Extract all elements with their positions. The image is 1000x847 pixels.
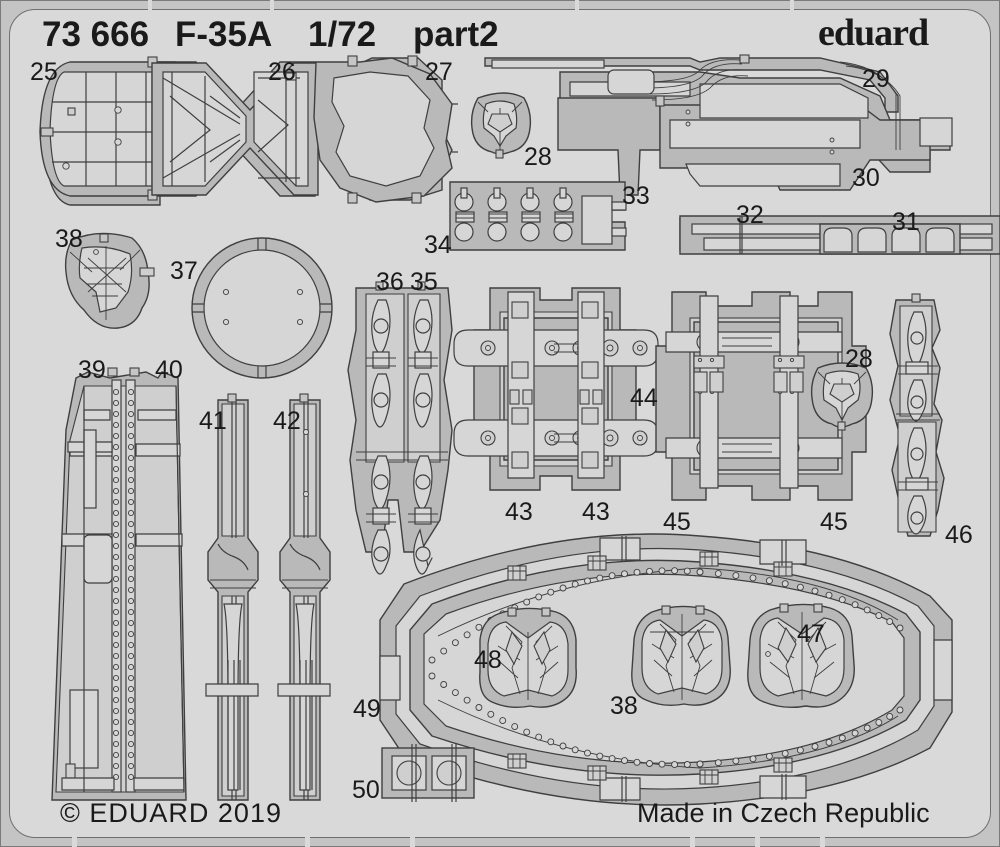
part-number-callout: 32	[736, 201, 764, 229]
kit-subject: F-35A	[175, 15, 273, 54]
origin-notice: Made in Czech Republic	[637, 798, 930, 828]
rail-notch	[148, 0, 152, 10]
part-41-shape	[205, 393, 259, 801]
part-number-callout: 41	[199, 407, 227, 435]
part-number-callout: 46	[945, 521, 973, 549]
part-38-left-shape	[64, 232, 155, 329]
part-38-bottom-shape	[631, 605, 731, 707]
part-47-shape	[747, 603, 855, 709]
part-number-callout: 50	[352, 776, 380, 804]
part-number-callout: 34	[424, 231, 452, 259]
part-28-right-shape	[810, 362, 874, 431]
part-number-callout: 43	[582, 498, 610, 526]
part-number-callout: 27	[425, 58, 453, 86]
part-43-shape	[453, 287, 659, 491]
part-26-shape	[151, 61, 319, 197]
catalog-number: 73 666	[42, 15, 150, 54]
part-37-shape	[191, 237, 333, 379]
rail-notch	[305, 837, 310, 847]
rail-notch	[790, 0, 794, 10]
part-number-callout: 35	[410, 268, 438, 296]
copyright-notice: © EDUARD 2019	[60, 798, 282, 828]
part-number-callout: 42	[273, 407, 301, 435]
rail-notch	[575, 0, 579, 10]
part-31-shape	[819, 223, 961, 255]
part-number-callout: 26	[268, 58, 296, 86]
rail-notch	[270, 0, 274, 10]
part-number-callout: 30	[852, 164, 880, 192]
part-number-callout: 47	[797, 620, 825, 648]
eduard-logo: eduard	[818, 12, 929, 54]
part-42-shape	[277, 393, 331, 801]
part-number-callout: 33	[622, 182, 650, 210]
part-number-callout: 38	[610, 692, 638, 720]
part-number-callout: 25	[30, 58, 58, 86]
kit-scale: 1/72	[308, 15, 377, 54]
part-number-callout: 31	[892, 208, 920, 236]
part-number-callout: 36	[376, 268, 404, 296]
part-number-callout: 39	[78, 356, 106, 384]
part-29-30-shape	[484, 54, 953, 196]
part-46-shape	[889, 293, 945, 537]
part-number-callout: 44	[630, 384, 658, 412]
part-number-callout: 29	[862, 65, 890, 93]
part-number-callout: 28	[524, 143, 552, 171]
rail-notch	[820, 837, 825, 847]
rail-notch	[72, 837, 77, 847]
part-number-callout: 45	[663, 508, 691, 536]
part-number-callout: 49	[353, 695, 381, 723]
part-number-callout: 28	[845, 345, 873, 373]
part-39-40-shape	[51, 367, 187, 801]
part-number-callout: 48	[474, 646, 502, 674]
rail-notch	[755, 837, 760, 847]
part-number-callout: 38	[55, 225, 83, 253]
rail-notch	[690, 837, 695, 847]
rail-notch	[410, 837, 415, 847]
part-27-shape	[313, 55, 458, 204]
part-number-callout: 40	[155, 356, 183, 384]
part-number-callout: 43	[505, 498, 533, 526]
part-28-top-shape	[470, 92, 532, 159]
part-number-callout: 45	[820, 508, 848, 536]
part-25-shape	[39, 56, 176, 206]
part-48-shape	[479, 607, 577, 709]
part-35-36-shape	[347, 281, 453, 575]
part-33-34-shape	[449, 181, 627, 251]
part-50-shape	[381, 744, 475, 802]
fret-part-label: part2	[413, 15, 499, 54]
part-number-callout: 37	[170, 257, 198, 285]
